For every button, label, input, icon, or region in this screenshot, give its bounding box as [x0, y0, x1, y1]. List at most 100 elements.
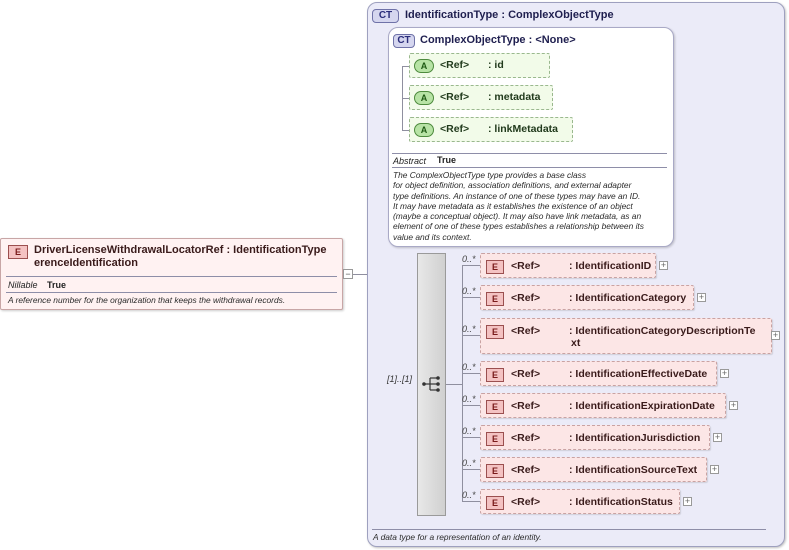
- nillable-value: True: [47, 280, 67, 290]
- attribute-name: : metadata: [488, 91, 541, 103]
- element-name: : IdentificationCategory: [569, 292, 687, 304]
- element-identification-jurisdiction[interactable]: E <Ref> : IdentificationJurisdiction: [480, 425, 710, 450]
- connector-line: [462, 265, 481, 266]
- expand-button[interactable]: +: [713, 432, 722, 442]
- doc-line: element of one of these types establishe…: [393, 221, 644, 232]
- element-ref: <Ref>: [511, 400, 541, 412]
- nillable-label: Nillable: [8, 280, 38, 290]
- element-badge: E: [486, 400, 504, 414]
- attribute-badge: A: [414, 123, 434, 137]
- element-ref: <Ref>: [511, 496, 541, 508]
- base-type-documentation: The ComplexObjectType type provides a ba…: [393, 170, 673, 242]
- abstract-value: True: [437, 155, 457, 165]
- attribute-metadata[interactable]: A <Ref> : metadata: [409, 85, 553, 110]
- expand-button[interactable]: +: [683, 496, 692, 506]
- divider: [6, 292, 337, 293]
- connector-line: [462, 297, 481, 298]
- connector-line: [462, 405, 481, 406]
- connector-line: [462, 437, 481, 438]
- doc-line: type definitions. An instance of one of …: [393, 190, 641, 201]
- element-identification-category[interactable]: E <Ref> : IdentificationCategory: [480, 285, 694, 310]
- base-type-title: ComplexObjectType : <None>: [420, 34, 576, 46]
- base-type-badge: CT: [393, 34, 415, 48]
- element-badge: E: [486, 432, 504, 446]
- occurrence-label: 0..*: [462, 394, 476, 404]
- divider: [372, 529, 766, 530]
- connector-line: [462, 469, 481, 470]
- element-ref: <Ref>: [511, 432, 541, 444]
- element-name: : IdentificationStatus: [569, 496, 673, 508]
- sequence-icon: [422, 376, 440, 392]
- element-identification-status[interactable]: E <Ref> : IdentificationStatus: [480, 489, 680, 514]
- element-badge: E: [8, 245, 28, 259]
- root-element-name-continued: erenceIdentification: [34, 257, 138, 269]
- element-ref: <Ref>: [511, 292, 541, 304]
- connector-line: [462, 501, 481, 502]
- divider: [6, 276, 337, 277]
- element-identification-effective-date[interactable]: E <Ref> : IdentificationEffectiveDate: [480, 361, 717, 386]
- expand-button[interactable]: +: [720, 368, 729, 378]
- root-element-box[interactable]: E DriverLicenseWithdrawalLocatorRef : Id…: [0, 238, 343, 310]
- doc-line: value and its context.: [393, 231, 472, 242]
- connector-line: [402, 130, 410, 131]
- doc-line: (maybe a conceptual object). It may also…: [393, 211, 642, 222]
- connector-line: [462, 265, 463, 501]
- attribute-name: : id: [488, 59, 504, 71]
- element-name: : IdentificationID: [569, 260, 652, 272]
- occurrence-label: 0..*: [462, 324, 476, 334]
- element-badge: E: [486, 292, 504, 306]
- occurrence-label: 0..*: [462, 426, 476, 436]
- element-ref: <Ref>: [511, 260, 541, 272]
- element-name: : IdentificationCategoryDescriptionTe: [569, 325, 756, 337]
- element-identification-category-description-text[interactable]: E <Ref> : IdentificationCategoryDescript…: [480, 318, 772, 354]
- element-badge: E: [486, 368, 504, 382]
- connector-line: [353, 274, 379, 275]
- doc-line: It may have metadata as it establishes t…: [393, 200, 633, 211]
- element-name: : IdentificationSourceText: [569, 464, 698, 476]
- attribute-badge: A: [414, 91, 434, 105]
- expand-button[interactable]: +: [771, 330, 780, 340]
- connector-line: [402, 98, 410, 99]
- element-name-continued: xt: [571, 337, 581, 349]
- element-identification-expiration-date[interactable]: E <Ref> : IdentificationExpirationDate: [480, 393, 726, 418]
- element-badge: E: [486, 260, 504, 274]
- attribute-ref: <Ref>: [440, 91, 470, 103]
- occurrence-label: 0..*: [462, 254, 476, 264]
- connector-line: [462, 335, 481, 336]
- element-ref: <Ref>: [511, 368, 541, 380]
- divider: [392, 167, 667, 168]
- element-badge: E: [486, 496, 504, 510]
- root-element-name: DriverLicenseWithdrawalLocatorRef : Iden…: [34, 244, 327, 256]
- complex-type-title: IdentificationType : ComplexObjectType: [405, 9, 614, 21]
- occurrence-label: 0..*: [462, 490, 476, 500]
- attribute-link-metadata[interactable]: A <Ref> : linkMetadata: [409, 117, 573, 142]
- collapse-toggle[interactable]: −: [343, 269, 353, 279]
- attribute-id[interactable]: A <Ref> : id: [409, 53, 550, 78]
- doc-line: The ComplexObjectType type provides a ba…: [393, 170, 587, 180]
- connector-line: [446, 384, 462, 385]
- element-identification-source-text[interactable]: E <Ref> : IdentificationSourceText: [480, 457, 707, 482]
- expand-button[interactable]: +: [710, 464, 719, 474]
- complex-type-documentation: A data type for a representation of an i…: [373, 532, 542, 542]
- attribute-name: : linkMetadata: [488, 123, 559, 135]
- element-badge: E: [486, 464, 504, 478]
- root-element-documentation: A reference number for the organization …: [8, 295, 286, 305]
- occurrence-label: 0..*: [462, 362, 476, 372]
- expand-button[interactable]: +: [729, 400, 738, 410]
- complex-type-badge: CT: [372, 9, 399, 23]
- element-name: : IdentificationEffectiveDate: [569, 368, 708, 380]
- element-identification-id[interactable]: E <Ref> : IdentificationID: [480, 253, 656, 278]
- sequence-occurrence: [1]..[1]: [387, 374, 413, 384]
- expand-button[interactable]: +: [659, 260, 668, 270]
- element-name: : IdentificationExpirationDate: [569, 400, 715, 412]
- element-name: : IdentificationJurisdiction: [569, 432, 701, 444]
- element-ref: <Ref>: [511, 464, 541, 476]
- attribute-badge: A: [414, 59, 434, 73]
- connector-line: [462, 373, 481, 374]
- attribute-ref: <Ref>: [440, 59, 470, 71]
- connector-line: [402, 66, 410, 67]
- element-ref: <Ref>: [511, 325, 541, 337]
- occurrence-label: 0..*: [462, 286, 476, 296]
- occurrence-label: 0..*: [462, 458, 476, 468]
- expand-button[interactable]: +: [697, 292, 706, 302]
